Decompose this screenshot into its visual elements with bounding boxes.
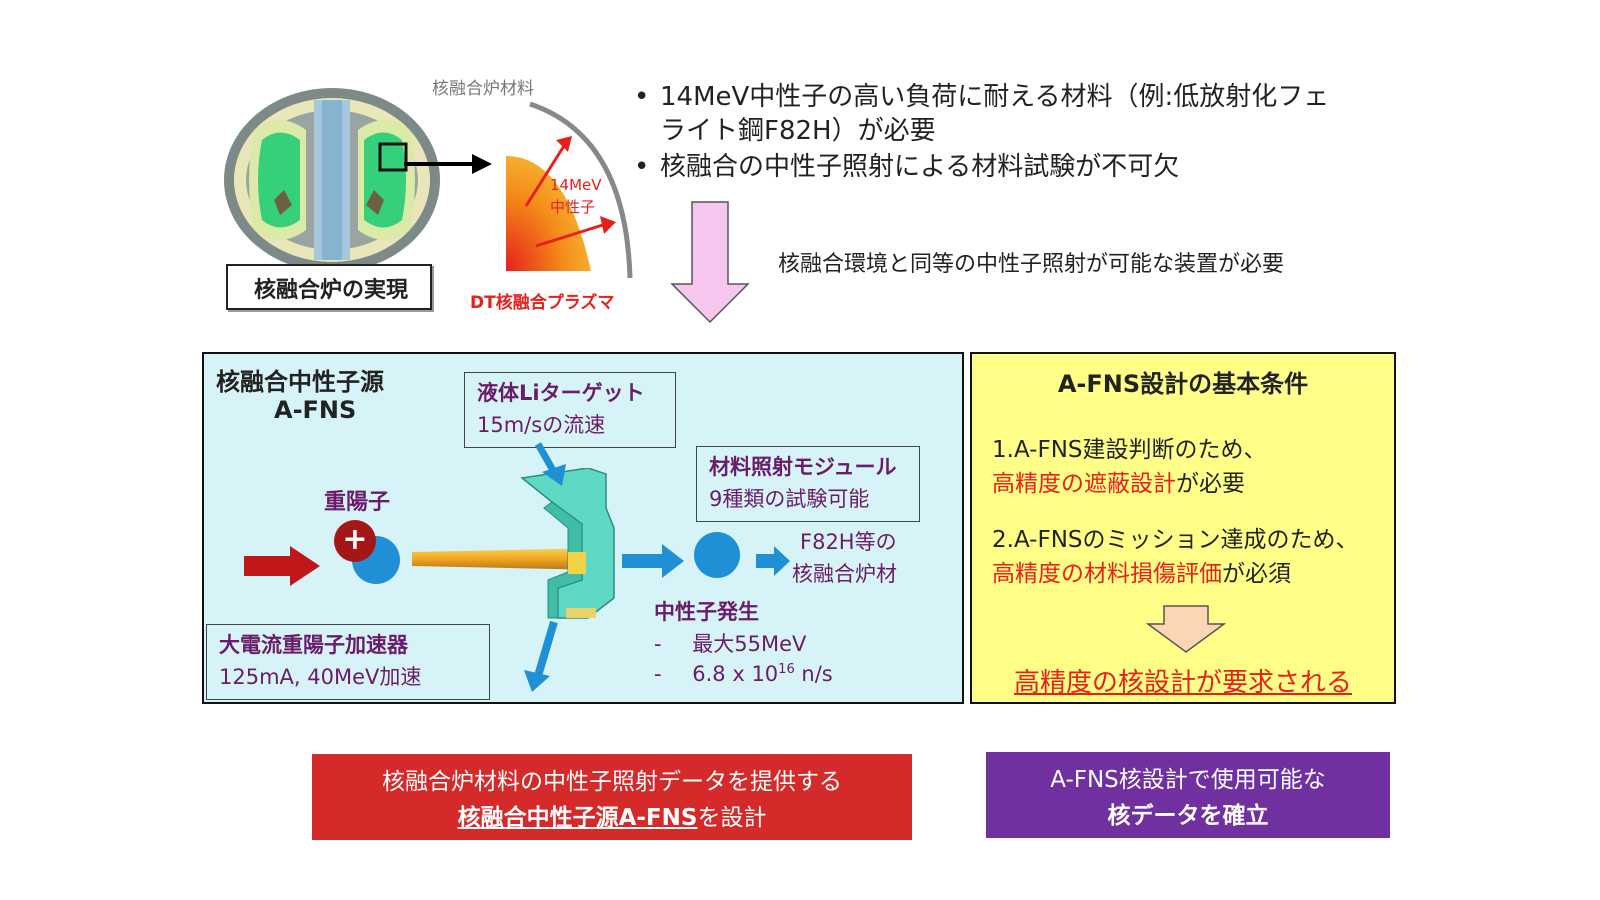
accelerator-desc: 125mA, 40MeV加速 [219, 665, 422, 689]
design-afns-box: 核融合炉材料の中性子照射データを提供する 核融合中性子源A-FNSを設計 [312, 754, 912, 840]
li-target-structure [520, 468, 615, 619]
neutron-out-arrow [622, 544, 684, 578]
neutron-gen-item2: - 6.8 x 1016 n/s [654, 662, 833, 686]
bullet-2-text: 核融合の中性子照射による材料試験が不可欠 [660, 152, 1180, 182]
neutron-gen-item1-dash: - [654, 632, 662, 656]
module-title: 材料照射モジュール [709, 455, 897, 479]
material-label: 核融合炉材料 [432, 79, 534, 99]
reactor-illustration [224, 88, 440, 272]
condition-1-line1: 1.A-FNS建設判断のため、 [992, 437, 1267, 463]
deuteron-beam [412, 548, 602, 570]
bullet-dot: • [634, 82, 650, 112]
li-flow-arrow [534, 442, 566, 486]
reactor-label: 核融合炉の実現 [253, 278, 408, 303]
bullet-1-cont-text: ライト鋼F82H）が必要 [660, 116, 936, 146]
neutron-label-2: 中性子 [550, 198, 596, 216]
li-target-box: 液体Liターゲット 15m/sの流速 [464, 372, 676, 448]
conclusion-text: 高精度の核設計が要求される [1013, 668, 1352, 698]
design-afns-rest: を設計 [697, 805, 767, 831]
condition-2-line2: 高精度の材料損傷評価が必須 [992, 554, 1291, 588]
li-outflow-arrow [524, 620, 558, 692]
condition-1-line2: 高精度の遮蔽設計が必要 [992, 464, 1245, 498]
bullet-1-cont: ライト鋼F82H）が必要 [660, 114, 936, 148]
material-arrow [756, 546, 790, 576]
conditions-down-arrow [1146, 605, 1226, 653]
nuclear-data-line1: A-FNS核設計で使用可能な [1050, 767, 1326, 793]
nuclear-data-line2: 核データを確立 [1107, 803, 1269, 829]
bullet-1: • 14MeV中性子の高い負荷に耐える材料（例:低放射化フェ [634, 80, 1330, 114]
neutron-particle [694, 532, 740, 578]
li-target-desc: 15m/sの流速 [477, 413, 606, 437]
afns-title-line1: 核融合中性子源 [216, 368, 384, 396]
bullet-dot: • [634, 152, 650, 182]
design-afns-line2: 核融合中性子源A-FNSを設計 [312, 798, 912, 832]
condition-2-line1: 2.A-FNSのミッション達成のため、 [992, 527, 1359, 553]
material-line1: F82H等の [800, 530, 897, 554]
nuclear-data-box: A-FNS核設計で使用可能な 核データを確立 [986, 752, 1390, 838]
bullet-2: • 核融合の中性子照射による材料試験が不可欠 [634, 150, 1180, 184]
li-target-title: 液体Liターゲット [477, 381, 645, 405]
afns-title-line2: A-FNS [274, 396, 357, 424]
beam-input-arrow [244, 546, 320, 586]
module-box: 材料照射モジュール 9種類の試験可能 [696, 446, 920, 522]
neutron-gen-item2-exp: 16 [778, 662, 795, 677]
deuteron-label: 重陽子 [324, 490, 391, 515]
neutron-gen-title: 中性子発生 [654, 600, 759, 624]
neutron-gen-item2-unit: n/s [794, 662, 833, 686]
condition-1-rest: が必要 [1176, 471, 1245, 497]
pink-down-arrow [670, 201, 750, 324]
plasma-diagram [506, 101, 633, 279]
proton-plus: + [334, 520, 376, 562]
bullet-1-text: 14MeV中性子の高い負荷に耐える材料（例:低放射化フェ [660, 82, 1330, 112]
plasma-label: DT核融合プラズマ [470, 293, 615, 313]
condition-2-highlight: 高精度の材料損傷評価 [992, 561, 1222, 587]
accelerator-box: 大電流重陽子加速器 125mA, 40MeV加速 [206, 624, 490, 700]
neutron-gen-item2-base: 6.8 x 10 [692, 662, 779, 686]
module-desc: 9種類の試験可能 [709, 487, 870, 511]
neutron-gen-item1: - 最大55MeV [654, 628, 806, 658]
zoom-arrow [404, 154, 492, 174]
conditions-title: A-FNS設計の基本条件 [1057, 370, 1309, 398]
reactor-label-box: 核融合炉の実現 [226, 264, 432, 310]
neutron-label-1: 14MeV [550, 176, 602, 194]
design-afns-emphasis: 核融合中性子源A-FNS [457, 805, 698, 831]
neutron-gen-item2-dash: - [654, 662, 662, 686]
plus-sign: + [342, 522, 368, 557]
condition-2-rest: が必須 [1222, 561, 1291, 587]
need-text: 核融合環境と同等の中性子照射が可能な装置が必要 [778, 252, 1285, 277]
neutron-gen-item1-text: 最大55MeV [692, 632, 807, 656]
design-afns-line1: 核融合炉材料の中性子照射データを提供する [382, 769, 842, 795]
accelerator-title: 大電流重陽子加速器 [219, 633, 408, 657]
material-line2: 核融合炉材 [792, 562, 897, 586]
condition-1-highlight: 高精度の遮蔽設計 [992, 471, 1176, 497]
